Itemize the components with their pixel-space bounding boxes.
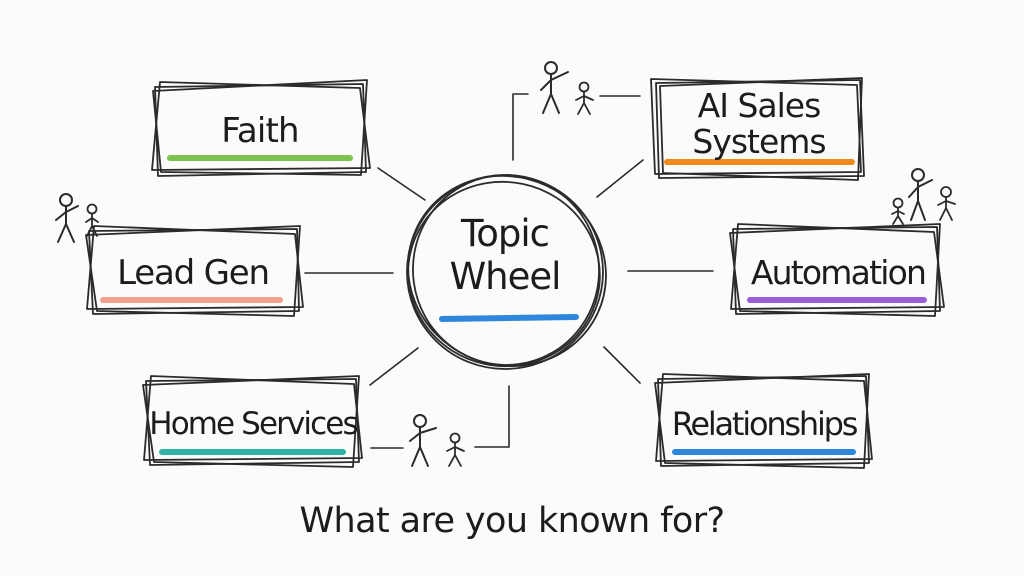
stick-figure-icon [85,203,99,237]
lead-gen-box[interactable] [85,225,304,317]
stick-figure-icon [446,432,465,467]
center-label-line2: Wheel [449,255,562,299]
ai-sales-label-line2: Systems [692,121,826,161]
stick-figure-icon [540,61,569,114]
relationships-box[interactable] [654,373,873,469]
center-label-line1: Topic [460,212,550,255]
ai-sales-label: AI Sales Systems [654,88,864,159]
home-services-label: Home Services [149,406,358,442]
stick-figure-icon [409,414,437,467]
connector-lines [304,93,714,449]
automation-label: Automation [750,253,927,292]
stick-figure-icon [891,197,905,225]
stick-figure-icon [575,81,594,115]
faith-box[interactable] [151,79,371,177]
faith-label: Faith [221,111,299,151]
ai-sales-label-line1: AI Sales [697,86,822,125]
center-underline [439,314,579,322]
center-label: Topic Wheel [428,212,582,299]
question-caption: What are you known for? [299,501,726,541]
home-services-box[interactable] [142,375,363,468]
stick-figure-icon [937,186,956,221]
ai-sales-box[interactable] [650,77,865,181]
lead-gen-label: Lead Gen [117,253,270,293]
stick-figure-icon [55,193,79,243]
center-circle [406,174,607,370]
relationships-label: Relationships [671,405,859,443]
automation-box[interactable] [729,223,945,317]
stick-figure-icon [908,168,933,221]
